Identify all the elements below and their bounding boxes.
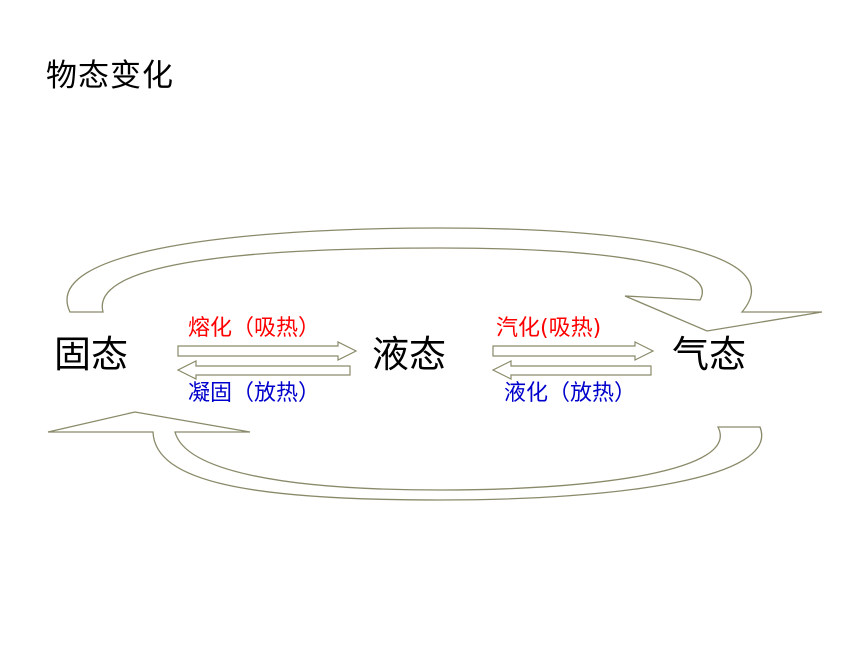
label-condensation: 液化（放热） [504,381,637,406]
melting-arrow [177,341,358,361]
state-solid: 固态 [54,333,128,376]
vaporization-arrow [492,341,655,361]
label-melting: 熔化（吸热） [188,316,321,341]
deposition-arrow [47,411,763,501]
label-vaporization: 汽化(吸热) [496,316,602,341]
freezing-arrow [176,360,351,380]
state-gas: 气态 [672,333,746,376]
label-freezing: 凝固（放热） [188,381,321,406]
condensation-arrow [491,360,652,380]
page-title: 物态变化 [46,58,174,94]
sublimation-arrow [66,227,823,332]
state-liquid: 液态 [372,333,446,376]
